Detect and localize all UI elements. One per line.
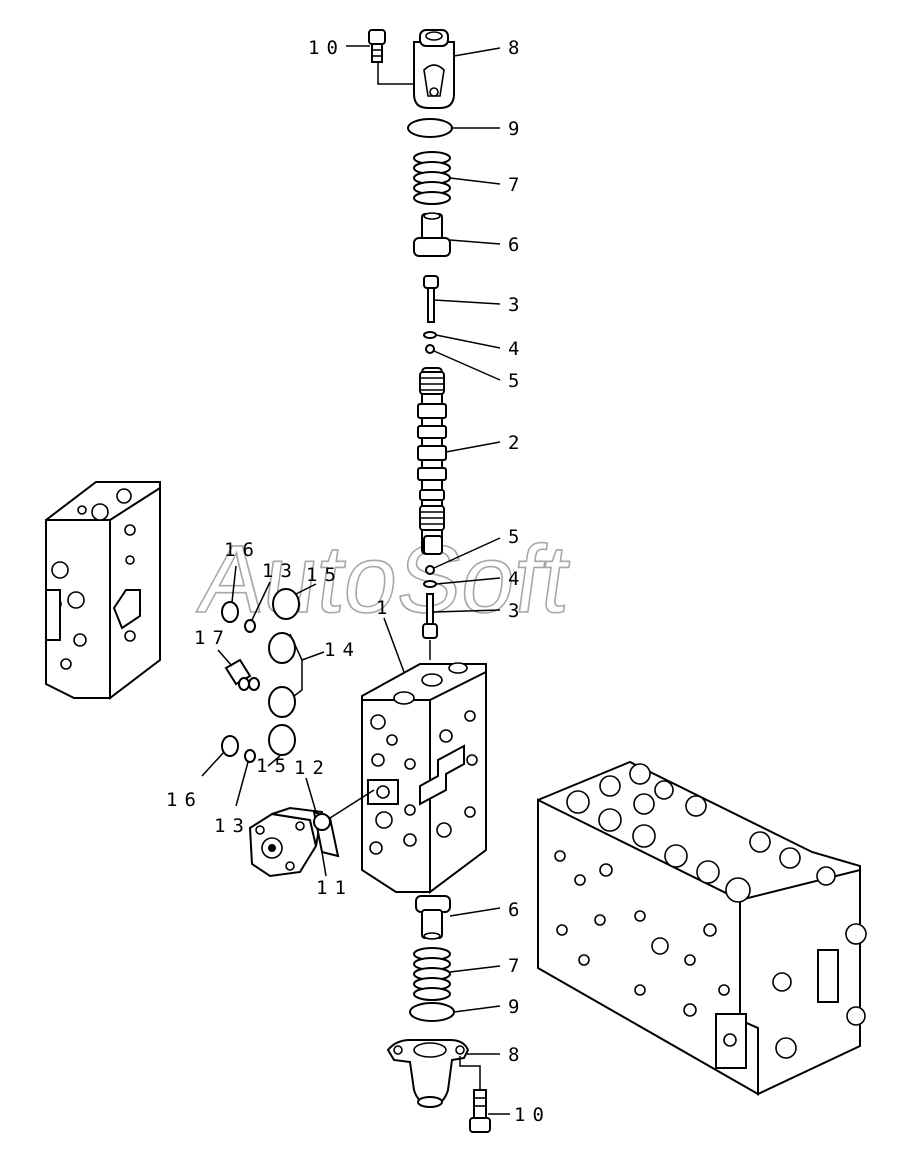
callout-10-top: 10 (308, 37, 345, 59)
o-ring-15-bottom (268, 724, 296, 756)
flange-block (248, 806, 324, 878)
spring-retainer-bottom (415, 895, 451, 940)
spring-top (413, 151, 451, 205)
axis-line-flange (329, 789, 375, 819)
callout-4-mid: 4 (508, 568, 526, 590)
callout-9-top: 9 (508, 118, 526, 140)
callout-15-top: 15 (306, 564, 343, 586)
callout-7-bottom: 7 (508, 955, 526, 977)
bottom-bolt (469, 1089, 491, 1133)
callout-6-top: 6 (508, 234, 526, 256)
bottom-cover (386, 1039, 470, 1108)
callout-3-mid: 3 (508, 600, 526, 622)
callout-labels: 10 8 9 7 6 3 4 5 2 5 4 3 1 16 13 15 17 1… (166, 37, 551, 1126)
callout-3-top: 3 (508, 294, 526, 316)
spool (417, 367, 447, 555)
reference-section-left (45, 481, 161, 701)
o-ring-15-top (272, 588, 300, 620)
ring-5-mid (425, 565, 435, 575)
seal-16-top (221, 601, 239, 623)
top-cover (413, 29, 455, 109)
callout-4-top: 4 (508, 338, 526, 360)
callout-8-top: 8 (508, 37, 526, 59)
ring-4-mid (423, 580, 437, 588)
callout-2: 2 (508, 432, 526, 454)
o-ring-bottom (409, 1002, 455, 1022)
callout-14: 14 (324, 639, 361, 661)
spring-retainer-top (413, 212, 451, 257)
callout-10-bottom: 10 (514, 1104, 551, 1126)
callout-8-bottom: 8 (508, 1044, 526, 1066)
spring-bottom (413, 947, 451, 1001)
reference-valve-assembly (537, 760, 867, 1096)
pin-top (423, 275, 439, 323)
o-ring-14-b (268, 686, 296, 718)
gasket-12 (312, 810, 340, 858)
callout-11: 11 (316, 877, 353, 899)
bolt-axis-line-bottom (459, 1056, 481, 1090)
callout-6-bottom: 6 (508, 899, 526, 921)
callout-5-top: 5 (508, 370, 526, 392)
callout-12: 12 (294, 757, 331, 779)
seal-13-bottom (244, 749, 256, 763)
pin-mid (422, 593, 438, 639)
seal-13-top (244, 619, 256, 633)
ring-5-top (425, 344, 435, 354)
top-bolt (368, 29, 386, 63)
callout-5-mid: 5 (508, 526, 526, 548)
callout-13-bottom: 13 (214, 815, 251, 837)
callout-16-bottom: 16 (166, 789, 203, 811)
o-ring-top (407, 118, 453, 138)
callout-16-top: 16 (224, 539, 261, 561)
callout-1: 1 (376, 597, 394, 619)
valve-section (361, 662, 487, 894)
callout-13-top: 13 (262, 560, 299, 582)
watermark: AutoSoft (193, 526, 576, 632)
callout-7-top: 7 (508, 174, 526, 196)
callout-15-bottom: 15 (256, 755, 293, 777)
ring-4-top (423, 331, 437, 339)
o-ring-14-a (268, 632, 296, 664)
seal-16-bottom (221, 735, 239, 757)
callout-17: 17 (194, 627, 231, 649)
callout-9-bottom: 9 (508, 996, 526, 1018)
leader-lines (201, 45, 510, 1115)
